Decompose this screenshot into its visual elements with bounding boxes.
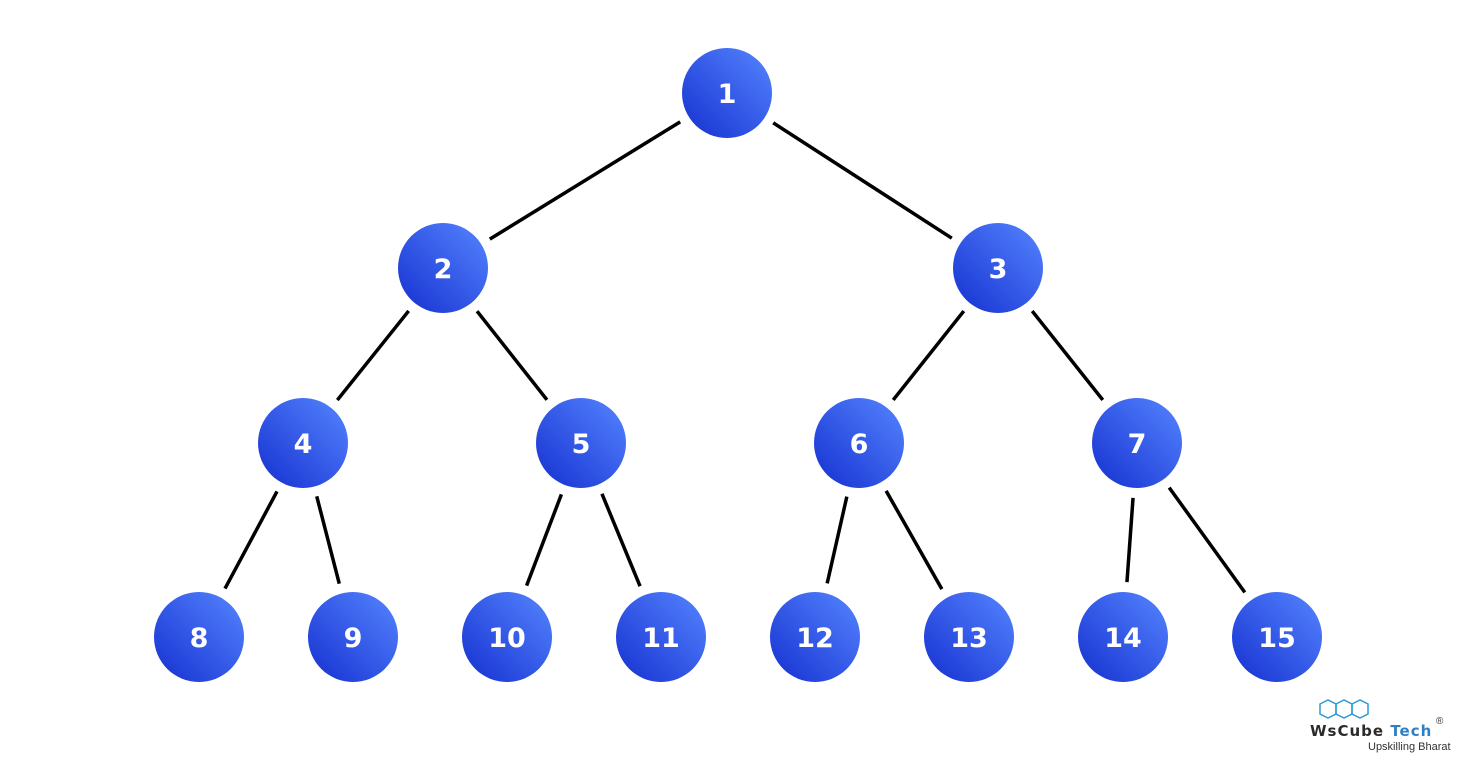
edge-3-6 (891, 309, 966, 402)
edges (223, 120, 1247, 594)
node-label: 1 (718, 79, 737, 110)
tree-node-5: 5 (536, 398, 626, 488)
logo-brand-accent: Tech (1390, 722, 1433, 740)
node-label: 2 (434, 254, 453, 285)
edge-5-10 (524, 493, 564, 587)
tree-node-11: 11 (616, 592, 706, 682)
logo-tagline: Upskilling Bharat (1368, 741, 1451, 753)
node-circle (536, 398, 626, 488)
tree-node-13: 13 (924, 592, 1014, 682)
wscube-tech-logo: WsCube Tech ® Upskilling Bharat (1306, 698, 1456, 758)
node-circle (398, 223, 488, 313)
edge-2-4 (335, 309, 411, 402)
tree-node-9: 9 (308, 592, 398, 682)
node-circle (1232, 592, 1322, 682)
tree-node-8: 8 (154, 592, 244, 682)
node-label: 6 (850, 429, 869, 460)
edge-4-9 (315, 495, 341, 585)
node-label: 9 (344, 623, 363, 654)
node-circle (154, 592, 244, 682)
node-label: 11 (642, 623, 680, 654)
tree-node-6: 6 (814, 398, 904, 488)
tree-node-10: 10 (462, 592, 552, 682)
tree-node-4: 4 (258, 398, 348, 488)
hexagon-logo-icon (1319, 699, 1369, 719)
edge-1-2 (488, 120, 682, 241)
tree-node-1: 1 (682, 48, 772, 138)
edge-7-15 (1167, 486, 1247, 594)
node-label: 15 (1258, 623, 1296, 654)
tree-node-3: 3 (953, 223, 1043, 313)
node-label: 3 (989, 254, 1008, 285)
edge-4-8 (223, 490, 279, 590)
node-circle (814, 398, 904, 488)
tree-node-7: 7 (1092, 398, 1182, 488)
tree-node-15: 15 (1232, 592, 1322, 682)
node-label: 14 (1104, 623, 1142, 654)
node-circle (770, 592, 860, 682)
node-circle (1092, 398, 1182, 488)
logo-brand: WsCube (1310, 722, 1385, 740)
node-label: 12 (796, 623, 834, 654)
edge-1-3 (772, 121, 953, 240)
node-label: 10 (488, 623, 526, 654)
edge-6-13 (884, 489, 944, 591)
tree-node-2: 2 (398, 223, 488, 313)
registered-mark: ® (1436, 716, 1444, 727)
node-circle (924, 592, 1014, 682)
tree-node-14: 14 (1078, 592, 1168, 682)
edge-6-12 (825, 496, 849, 584)
node-circle (953, 223, 1043, 313)
node-label: 5 (572, 429, 591, 460)
node-label: 8 (190, 623, 209, 654)
edge-5-11 (600, 493, 642, 587)
edge-3-7 (1030, 309, 1105, 402)
node-circle (462, 592, 552, 682)
node-label: 4 (294, 429, 313, 460)
node-label: 13 (950, 623, 988, 654)
tree-node-12: 12 (770, 592, 860, 682)
node-label: 7 (1128, 429, 1147, 460)
edge-2-5 (475, 310, 549, 401)
node-circle (308, 592, 398, 682)
node-circle (616, 592, 706, 682)
node-circle (258, 398, 348, 488)
edge-7-14 (1125, 497, 1135, 583)
node-circle (1078, 592, 1168, 682)
node-circle (682, 48, 772, 138)
